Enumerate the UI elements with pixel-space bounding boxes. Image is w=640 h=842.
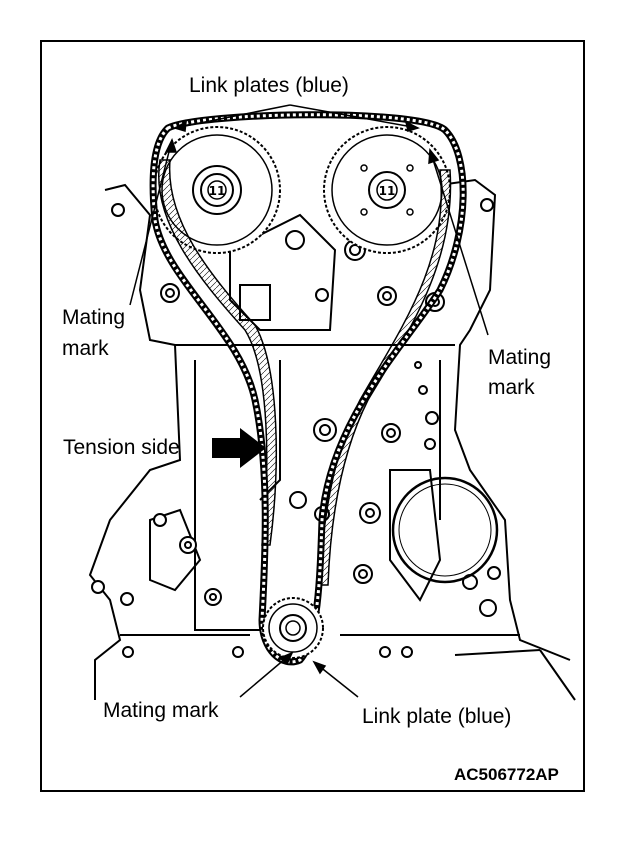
figure-frame bbox=[40, 40, 585, 792]
link-plate-bottom-label: Link plate (blue) bbox=[362, 705, 512, 728]
left-camshaft-sprocket bbox=[153, 126, 281, 254]
bolts bbox=[91, 198, 501, 658]
mating-mark-right-line2: mark bbox=[488, 376, 535, 399]
mating-mark-right-line1: Mating bbox=[488, 346, 552, 369]
right-camshaft-sprocket bbox=[323, 126, 451, 254]
figure-code: AC506772AP bbox=[454, 765, 559, 784]
right-sprocket-mark: 11 bbox=[379, 184, 396, 198]
tension-side-label: Tension side bbox=[63, 436, 180, 459]
link-plates-label: Link plates (blue) bbox=[189, 74, 349, 97]
tension-side-arrow bbox=[212, 428, 266, 468]
mating-mark-left-line2: mark bbox=[62, 337, 109, 360]
leader-lines bbox=[129, 104, 489, 698]
crank-seal-housing bbox=[391, 476, 499, 584]
mating-mark-bottom-label: Mating mark bbox=[103, 699, 219, 722]
crankshaft-sprocket bbox=[262, 597, 324, 659]
engine-block bbox=[88, 178, 576, 701]
chain-guides bbox=[158, 159, 452, 586]
mating-mark-left-line1: Mating bbox=[62, 306, 126, 329]
left-sprocket-mark: 11 bbox=[209, 184, 226, 198]
